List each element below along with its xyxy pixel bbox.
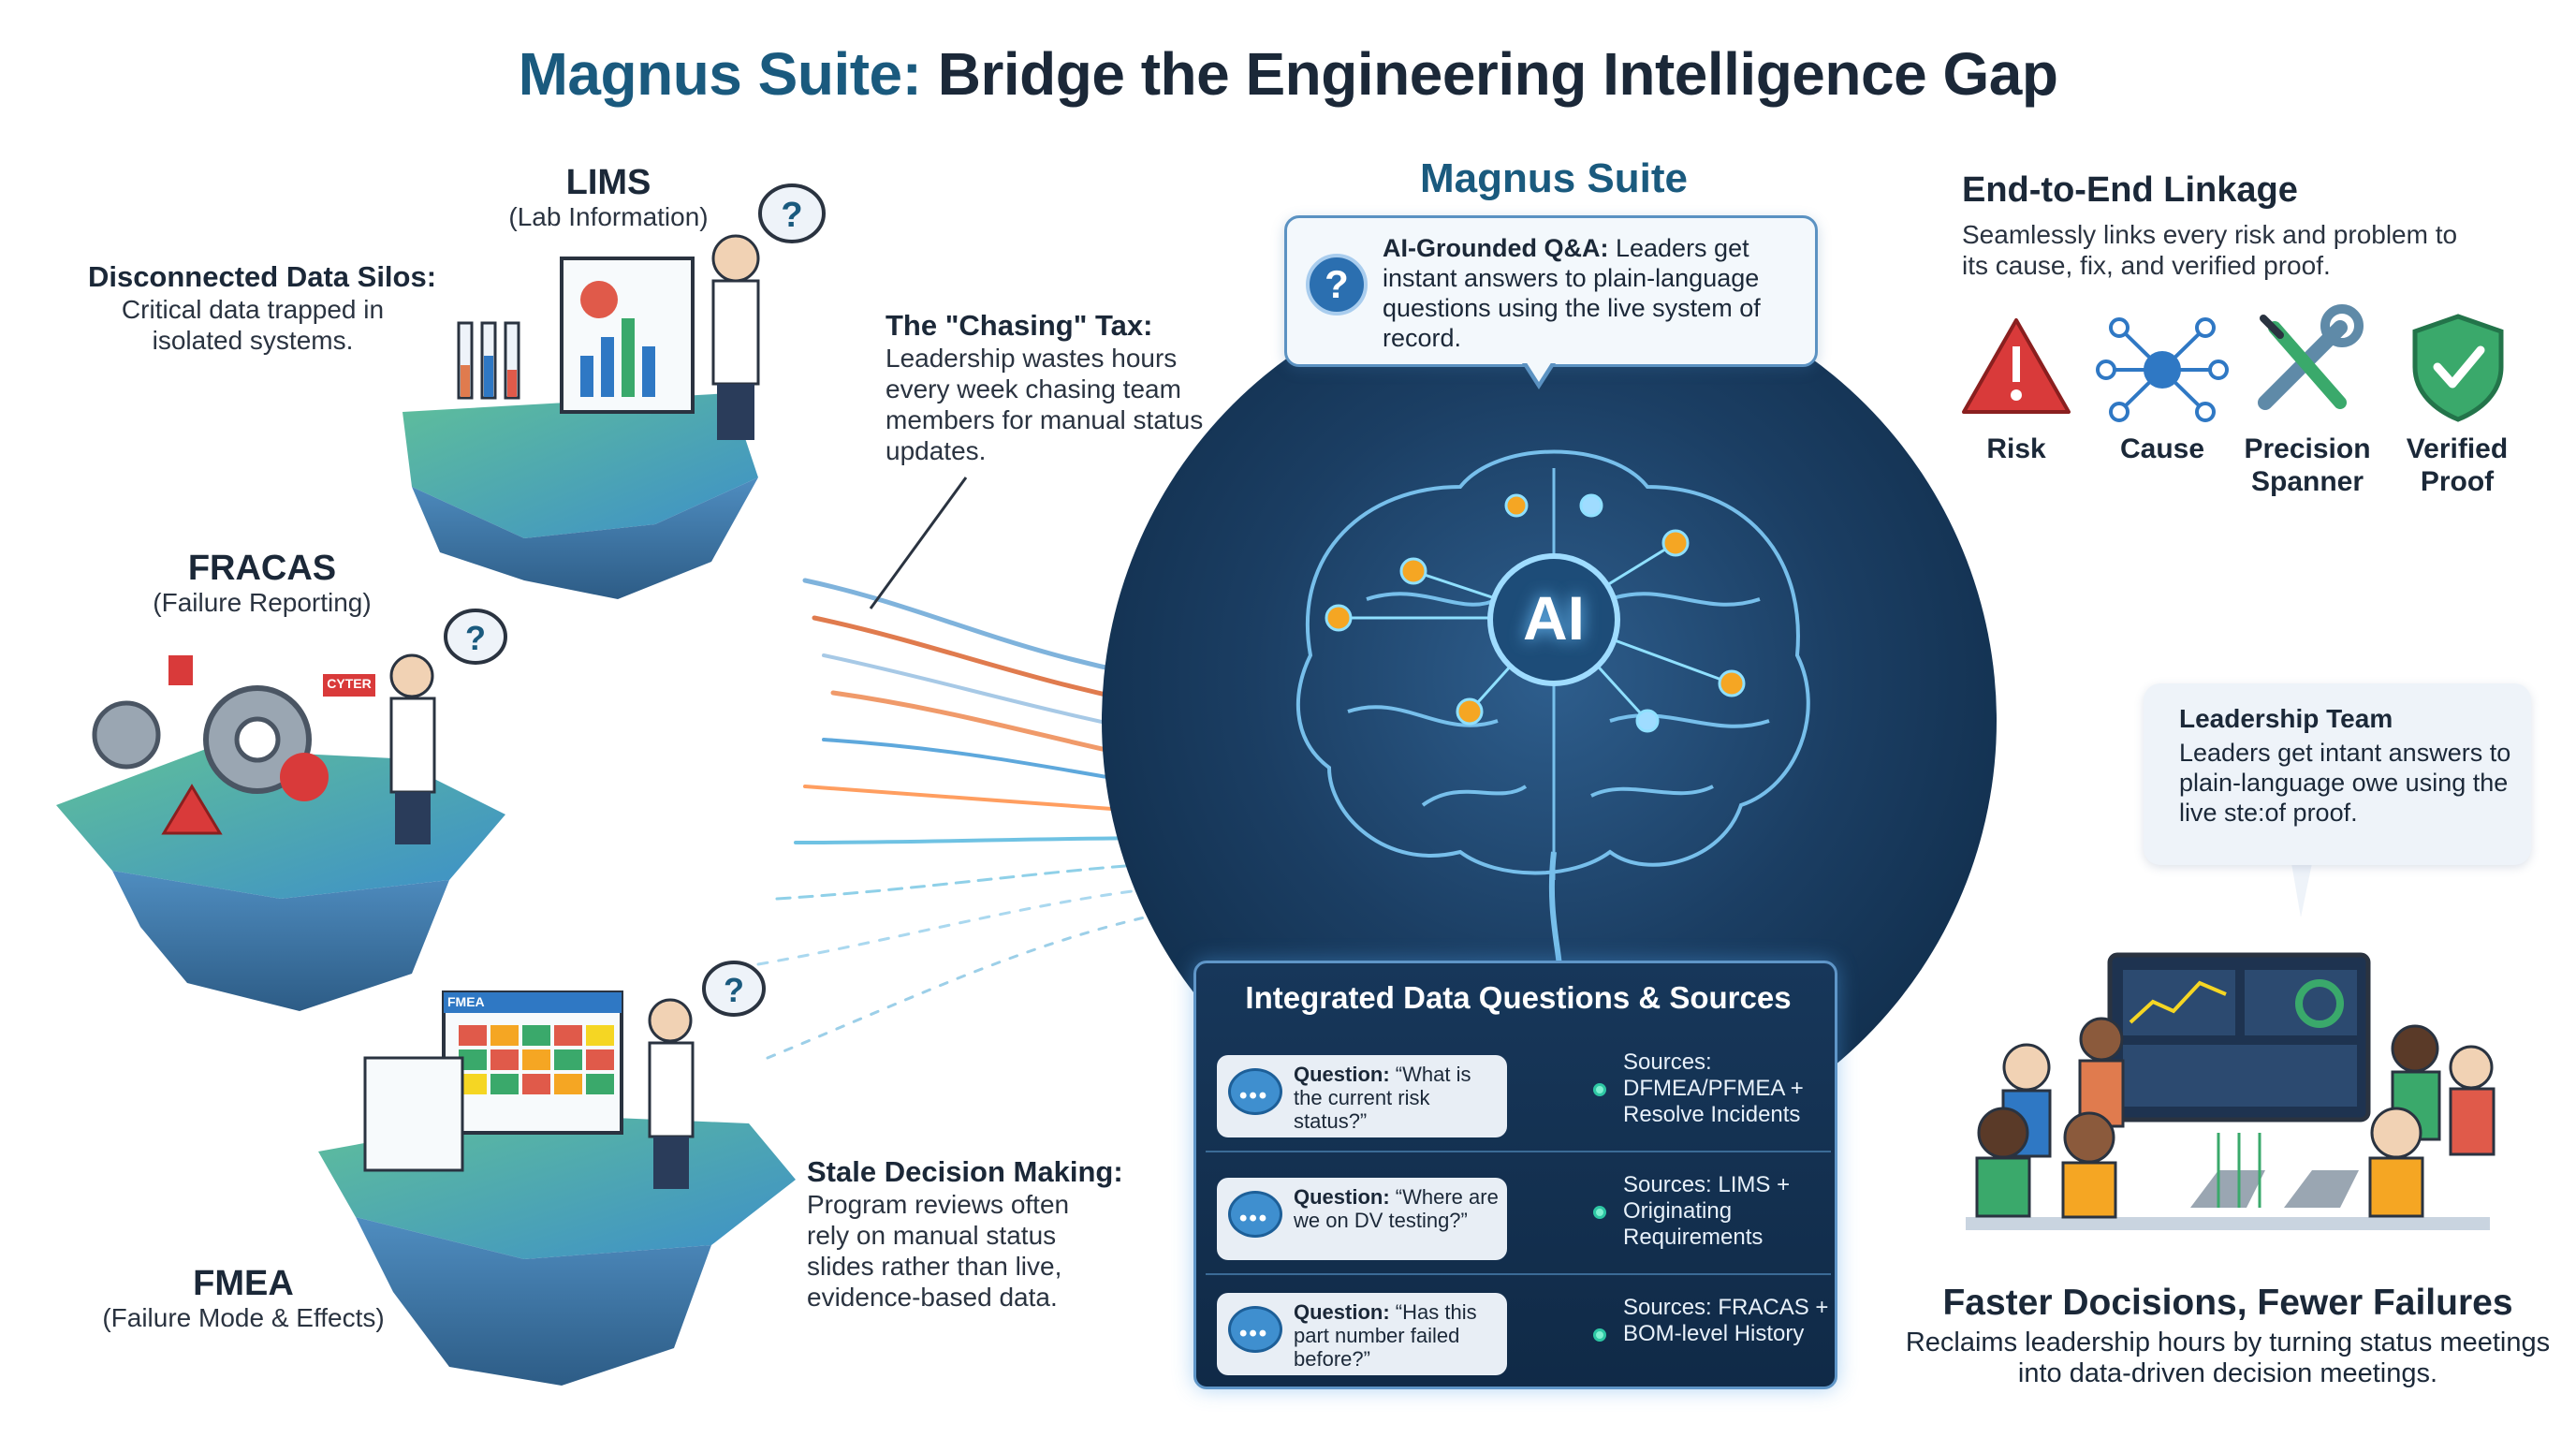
page-title: Magnus Suite: Bridge the Engineering Int…: [0, 39, 2576, 109]
question-label: Question:: [1294, 1300, 1390, 1324]
svg-text:?: ?: [465, 619, 486, 657]
outcome-body: Reclaims leadership hours by turning sta…: [1905, 1328, 2551, 1388]
proof-label-line2: Proof: [2420, 466, 2495, 497]
panel-divider: [1206, 1273, 1831, 1275]
network-node-icon: [2096, 317, 2229, 422]
title-brand: Magnus Suite:: [518, 40, 922, 108]
question-text: Question: “Where are we on DV testing?”: [1294, 1185, 1501, 1232]
qa-bold: AI-Grounded Q&A:: [1383, 234, 1609, 262]
panel-row: ••• Question: “Where are we on DV testin…: [1196, 1153, 1840, 1275]
shield-check-icon: [2412, 314, 2504, 422]
silos-body: Critical data trapped in isolated system…: [121, 295, 385, 355]
question-body: “Where are we on DV testing?”: [1294, 1185, 1499, 1232]
fracas-island-illustration: ?: [56, 609, 507, 1011]
chasing-body: Leadership wastes hours every week chasi…: [886, 344, 1204, 465]
fmea-sublabel: (Failure Mode & Effects): [102, 1303, 385, 1332]
meeting-illustration: [1966, 952, 2496, 1230]
question-label: Question:: [1294, 1185, 1390, 1209]
risk-label-text: Risk: [1986, 433, 2046, 464]
chat-bubble-icon: [1228, 1191, 1282, 1238]
panel-row: ••• Question: “Has this part number fail…: [1196, 1276, 1840, 1398]
magnus-suite-label: Magnus Suite: [1419, 155, 1689, 201]
fmea-label: FMEA: [193, 1264, 294, 1303]
fracas-label: FRACAS: [187, 549, 337, 588]
spanner-label-line2: Spanner: [2250, 466, 2364, 497]
panel-divider: [1206, 1151, 1831, 1152]
lims-island-illustration: ?: [402, 183, 826, 599]
fmea-island-illustration: ?: [318, 961, 796, 1386]
question-bubble[interactable]: ••• Question: “What is the current risk …: [1217, 1055, 1507, 1137]
chat-dots-icon: •••: [1239, 1321, 1269, 1346]
question-bubble[interactable]: ••• Question: “Where are we on DV testin…: [1217, 1178, 1507, 1260]
panel-row: ••• Question: “What is the current risk …: [1196, 1031, 1840, 1152]
question-label: Question:: [1294, 1063, 1390, 1086]
svg-text:?: ?: [724, 971, 744, 1009]
spanner-label-line1: Precision: [2244, 433, 2371, 464]
leadership-title: Leadership Team: [2179, 704, 2393, 733]
linkage-title: End-to-End Linkage: [1962, 170, 2298, 210]
fmea-window-title: FMEA: [447, 994, 485, 1009]
ai-core-label: AI: [1523, 583, 1585, 653]
question-body: “What is the current risk status?”: [1294, 1063, 1471, 1133]
cause-label-text: Cause: [2119, 433, 2205, 464]
qa-body: Leaders get instant answers to plain-lan…: [1383, 234, 1761, 352]
sources-text: Sources: FRACAS + BOM-level History: [1623, 1295, 1829, 1346]
leader-box-tail: [2291, 863, 2312, 917]
leadership-body: Leaders get intant answers to plain-lang…: [2179, 739, 2511, 827]
question-bubble[interactable]: ••• Question: “Has this part number fail…: [1217, 1293, 1507, 1375]
chat-bubble-icon: [1228, 1306, 1282, 1353]
warning-triangle-icon: [1962, 318, 2071, 414]
silos-heading: Disconnected Data Silos:: [87, 260, 437, 293]
brain-halo: [1102, 273, 1997, 1168]
stale-body: Program reviews often rely on manual sta…: [807, 1190, 1070, 1312]
integrated-data-panel: Integrated Data Questions & Sources ••• …: [1193, 961, 1837, 1389]
connector-node: [1593, 1083, 1606, 1096]
sources-text: Sources: DFMEA/PFMEA + Resolve Incidents: [1623, 1049, 1804, 1127]
stale-heading: Stale Decision Making:: [807, 1155, 1123, 1188]
cause-label: Cause: [2097, 433, 2228, 465]
chat-dots-icon: •••: [1239, 1083, 1269, 1108]
question-body: “Has this part number failed before?”: [1294, 1300, 1477, 1371]
chat-dots-icon: •••: [1239, 1206, 1269, 1231]
chat-bubble-icon: [1228, 1068, 1282, 1115]
wrench-screwdriver-icon: [2258, 304, 2364, 410]
chasing-pointer-line: [869, 477, 968, 609]
connector-node: [1593, 1206, 1606, 1219]
fracas-sign: CYTER: [327, 676, 372, 691]
ai-core-ring: [1487, 553, 1620, 686]
qa-callout: ? AI-Grounded Q&A: Leaders get instant a…: [1284, 215, 1818, 367]
question-text: Question: “Has this part number failed b…: [1294, 1300, 1501, 1371]
qa-callout-tail-inner: [1526, 361, 1552, 382]
title-rest: Bridge the Engineering Intelligence Gap: [937, 40, 2058, 108]
linkage-body: Seamlessly links every risk and problem …: [1962, 220, 2458, 280]
proof-label-line1: Verified: [2406, 433, 2509, 464]
question-icon: ?: [1306, 254, 1368, 315]
panel-title: Integrated Data Questions & Sources: [1245, 980, 1792, 1015]
connector-node: [1593, 1328, 1606, 1342]
svg-text:?: ?: [781, 196, 802, 235]
chasing-heading: The "Chasing" Tax:: [886, 309, 1153, 342]
fracas-sublabel: (Failure Reporting): [153, 588, 372, 617]
lims-label: LIMS: [565, 163, 651, 202]
risk-label: Risk: [1951, 433, 2082, 465]
qa-text: AI-Grounded Q&A: Leaders get instant ans…: [1383, 233, 1808, 353]
lims-sublabel: (Lab Information): [508, 202, 709, 231]
question-text: Question: “What is the current risk stat…: [1294, 1063, 1501, 1133]
outcome-title: Faster Docisions, Fewer Failures: [1942, 1283, 2513, 1323]
sources-text: Sources: LIMS + Originating Requirements: [1623, 1172, 1791, 1250]
leadership-callout: Leadership Team Leaders get intant answe…: [2144, 683, 2531, 865]
